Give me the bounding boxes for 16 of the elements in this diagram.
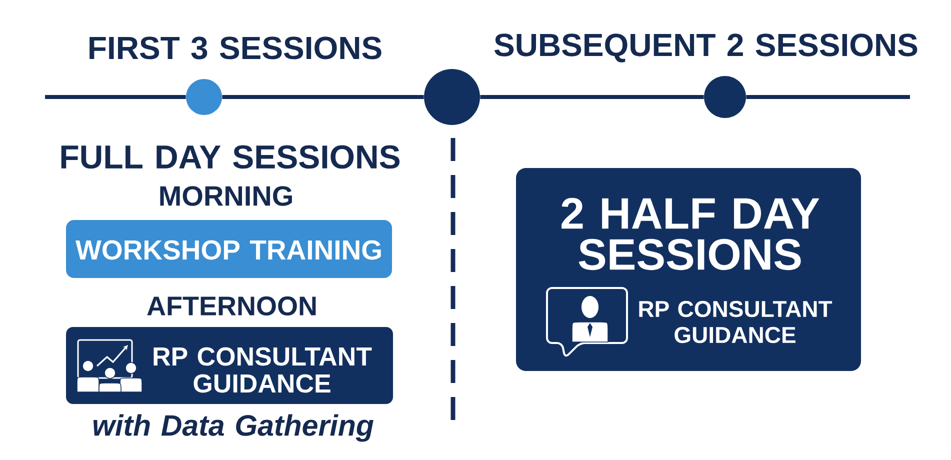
timeline-line <box>480 95 704 99</box>
timeline-line <box>746 95 910 99</box>
timeline-dot <box>186 79 222 115</box>
timeline-dot <box>424 69 480 125</box>
heading: FIRST 3 SESSIONS <box>90 36 382 60</box>
description-text: with Data Gathering <box>93 414 374 442</box>
subheading: FULL DAY SESSIONS <box>61 145 400 169</box>
session-box: 2 HALF DAY SESSIONS RP CONSULTANT GUIDANCE <box>516 168 861 371</box>
heading: SUBSEQUENT 2 SESSIONS <box>494 34 918 62</box>
timeline-dot <box>704 76 746 118</box>
time-label: AFTERNOON <box>147 296 316 316</box>
training-box: WORKSHOP TRAINING <box>66 220 392 278</box>
timeline-line <box>45 95 186 99</box>
guidance-box: RP CONSULTANT GUIDANCE <box>66 327 393 404</box>
timeline-line <box>222 95 424 99</box>
time-label: MORNING <box>160 186 292 206</box>
